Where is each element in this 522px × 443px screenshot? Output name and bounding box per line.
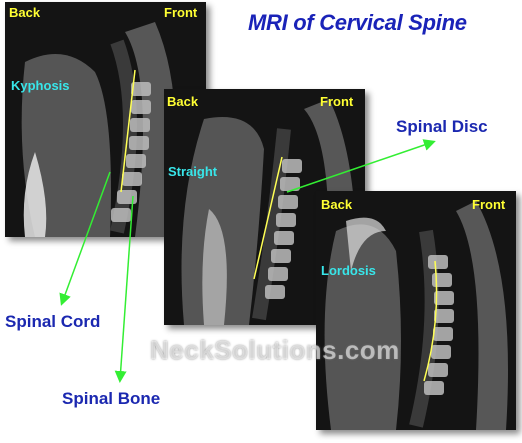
callout-spinal-bone: Spinal Bone [62,389,161,408]
back-label: Back [9,5,41,20]
callout-spinal-cord: Spinal Cord [5,312,101,331]
mri-panel-lordosis: Back Front Lordosis [316,191,516,430]
callout-spinal-disc: Spinal Disc [396,117,488,136]
arrow-spinal-bone [114,195,134,383]
cord-line-straight [253,156,283,280]
curve-label-lordosis: Lordosis [321,263,376,278]
back-label: Back [321,197,353,212]
cord-line-kyphosis [120,69,136,193]
front-label: Front [472,197,506,212]
back-label: Back [167,94,199,109]
mri-image-lordosis [316,191,516,430]
cord-line-lordosis [423,260,438,382]
front-label: Front [320,94,354,109]
curve-label-kyphosis: Kyphosis [11,78,70,93]
arrow-spinal-cord [59,171,111,306]
front-label: Front [164,5,198,20]
arrow-spinal-disc [286,139,436,193]
diagram-title: MRI of Cervical Spine [248,10,467,35]
curve-label-straight: Straight [168,164,218,179]
watermark: NeckSolutions.com [150,335,400,365]
